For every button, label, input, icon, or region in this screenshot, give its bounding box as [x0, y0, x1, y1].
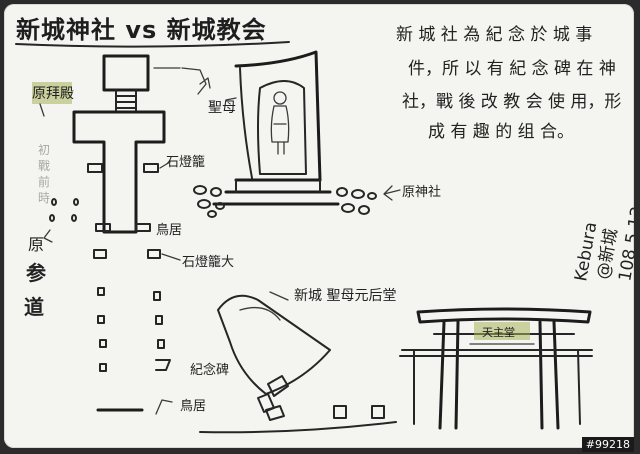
paragraph-line-4: 成 有 趣 的 组 合。: [428, 122, 574, 142]
watermark: #99218: [581, 437, 634, 452]
torii-small-label: 鳥居: [156, 223, 182, 238]
faint-margin-notes: 初 戰 前 時: [38, 143, 50, 205]
description-paragraph: 新 城 社 為 紀 念 於 城 事 件，所 以 有 紀 念 碑 在 神 社，戰 …: [396, 24, 621, 142]
sanctuary-label: 新城 聖母元后堂: [294, 288, 396, 304]
shrine-hall-label: 原拜殿: [32, 86, 74, 102]
left-vertical-text-1: 原: [28, 235, 44, 254]
paragraph-line-3: 社，戰 後 改 教 会 使 用，形: [402, 91, 621, 112]
shrine-plan: 原拜殿 石燈籠 鳥居 石燈籠大: [32, 54, 234, 412]
sketch-title: 新城神社 vs 新城教会: [16, 16, 267, 44]
svg-text:時: 時: [38, 191, 50, 205]
gate-plaque: 天主堂: [482, 326, 515, 339]
svg-text:初: 初: [38, 143, 50, 157]
artist-signature: Kebura @新城 108.5.12: [571, 205, 634, 283]
torii-gate-sketch: 天主堂: [399, 307, 593, 430]
left-approach-note: 原 参 道: [24, 229, 53, 319]
paragraph-line-2: 件，所 以 有 紀 念 碑 在 神: [408, 58, 616, 79]
paragraph-line-1: 新 城 社 為 紀 念 於 城 事: [396, 24, 592, 45]
sanctuary-plan: 新城 聖母元后堂 紀念碑 鳥居: [155, 288, 397, 434]
sketch-drawing: 新城神社 vs 新城教会 新 城 社 為 紀 念 於 城 事 件，所 以 有 紀…: [15, 16, 634, 434]
lantern-label: 石燈籠: [166, 154, 205, 170]
svg-text:前: 前: [38, 174, 50, 189]
stone-lantern-big-label: 石燈籠大: [182, 254, 234, 270]
left-vertical-text-2: 参: [26, 261, 46, 285]
left-vertical-text-3: 道: [24, 295, 44, 319]
left-stones: [49, 198, 79, 222]
statue-shrine-sketch: 聖母 原神社: [181, 50, 441, 218]
monument-label: 紀念碑: [190, 362, 229, 378]
sketch-card: 新城神社 vs 新城教会 新 城 社 為 紀 念 於 城 事 件，所 以 有 紀…: [4, 4, 634, 448]
svg-text:戰: 戰: [38, 159, 50, 173]
old-shrine-label: 原神社: [402, 184, 441, 200]
torii-bottom-label: 鳥居: [180, 399, 206, 414]
virgin-label: 聖母: [208, 100, 236, 116]
